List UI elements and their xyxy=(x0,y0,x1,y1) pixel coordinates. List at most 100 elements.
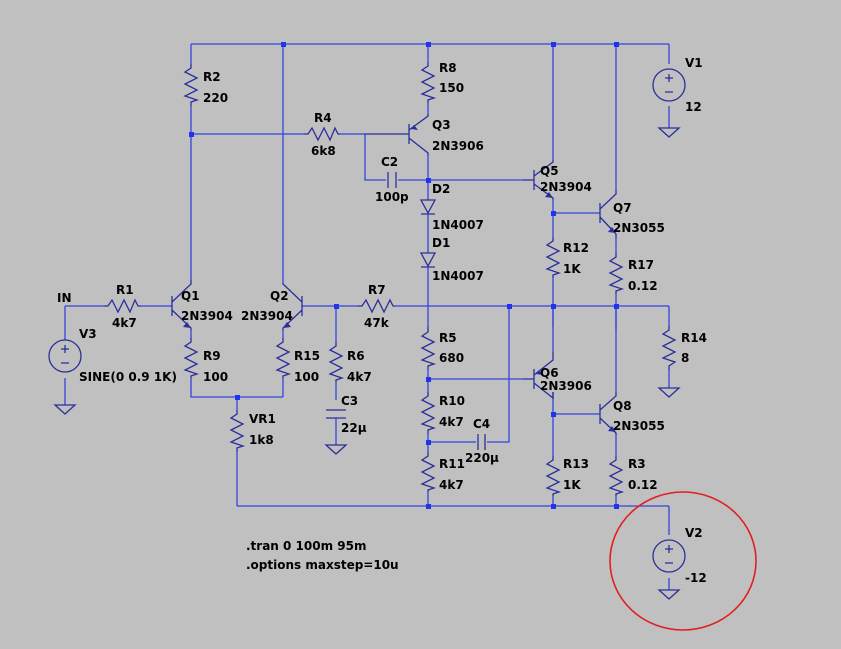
v3-value: SINE(0 0.9 1K) xyxy=(79,370,177,384)
r4-value: 6k8 xyxy=(311,144,336,158)
resistor-r13[interactable]: R13 1K xyxy=(545,456,589,496)
r11-value: 4k7 xyxy=(439,478,464,492)
r3-value: 0.12 xyxy=(628,478,658,492)
junctions xyxy=(189,42,619,509)
d1-value: 1N4007 xyxy=(432,269,484,283)
capacitor-c2[interactable]: C2 100p xyxy=(375,155,409,204)
resistor-r7[interactable]: R7 47k xyxy=(357,283,395,330)
resistor-r6[interactable]: R6 4k7 xyxy=(328,342,372,384)
r5-name: R5 xyxy=(439,331,457,345)
r15-value: 100 xyxy=(294,370,319,384)
r1-value: 4k7 xyxy=(112,316,137,330)
transistor-q5[interactable]: Q5 2N3904 xyxy=(523,160,592,200)
r8-name: R8 xyxy=(439,61,457,75)
r12-name: R12 xyxy=(563,241,589,255)
q2-value: 2N3904 xyxy=(241,309,293,323)
q2-name: Q2 xyxy=(270,289,289,303)
v1-value: 12 xyxy=(685,100,702,114)
q3-name: Q3 xyxy=(432,118,451,132)
d2-value: 1N4007 xyxy=(432,218,484,232)
resistor-r15[interactable]: R15 100 xyxy=(275,338,320,384)
voltage-source-v2[interactable]: V2 -12 xyxy=(652,526,707,585)
r9-name: R9 xyxy=(203,349,221,363)
transistor-q7[interactable]: Q7 2N3055 xyxy=(599,190,665,238)
ground-icon xyxy=(324,444,348,455)
c4-value: 220µ xyxy=(465,451,499,465)
r8-value: 150 xyxy=(439,81,464,95)
r6-value: 4k7 xyxy=(347,370,372,384)
resistor-r1[interactable]: R1 4k7 xyxy=(104,283,141,330)
r6-name: R6 xyxy=(347,349,365,363)
q5-value: 2N3904 xyxy=(540,180,592,194)
r3-name: R3 xyxy=(628,457,646,471)
q7-value: 2N3055 xyxy=(613,221,665,235)
capacitor-c3[interactable]: C3 22µ xyxy=(326,394,367,435)
r17-value: 0.12 xyxy=(628,279,658,293)
highlight-circle xyxy=(609,491,757,631)
v2-value: -12 xyxy=(685,571,707,585)
c2-name: C2 xyxy=(381,155,398,169)
resistor-r5[interactable]: R5 680 xyxy=(420,327,464,369)
ground-icon xyxy=(53,404,77,415)
resistor-vr1[interactable]: VR1 1k8 xyxy=(229,410,276,452)
vr1-value: 1k8 xyxy=(249,433,274,447)
resistor-r3[interactable]: R3 0.12 xyxy=(608,456,658,496)
r9-value: 100 xyxy=(203,370,228,384)
resistor-r14[interactable]: R14 8 xyxy=(661,326,707,370)
spice-directive-options[interactable]: .options maxstep=10u xyxy=(246,558,399,572)
capacitor-c4[interactable]: C4 220µ xyxy=(465,417,499,465)
vr1-name: VR1 xyxy=(249,412,276,426)
d2-name: D2 xyxy=(432,182,450,196)
voltage-source-v3[interactable]: V3 SINE(0 0.9 1K) xyxy=(48,327,177,384)
resistor-r10[interactable]: R10 4k7 xyxy=(420,392,465,433)
resistor-r4[interactable]: R4 6k8 xyxy=(304,111,340,158)
q5-name: Q5 xyxy=(540,164,559,178)
q3-value: 2N3906 xyxy=(432,139,484,153)
net-label-in: IN xyxy=(57,291,72,305)
transistor-q3[interactable]: Q3 2N3906 xyxy=(365,114,484,155)
r2-value: 220 xyxy=(203,91,228,105)
r12-value: 1K xyxy=(563,262,581,276)
r10-name: R10 xyxy=(439,394,465,408)
c4-name: C4 xyxy=(473,417,490,431)
c3-value: 22µ xyxy=(341,421,367,435)
c3-name: C3 xyxy=(341,394,358,408)
q6-name: Q6 xyxy=(540,366,559,380)
diode-d2[interactable]: D2 1N4007 xyxy=(419,182,484,232)
transistor-q2[interactable]: Q2 2N3904 xyxy=(241,283,303,330)
r14-value: 8 xyxy=(681,351,689,365)
q1-value: 2N3904 xyxy=(181,309,233,323)
r5-value: 680 xyxy=(439,351,464,365)
r15-name: R15 xyxy=(294,349,320,363)
r1-name: R1 xyxy=(116,283,134,297)
transistor-q8[interactable]: Q8 2N3055 xyxy=(599,392,665,435)
resistor-r8[interactable]: R8 150 xyxy=(420,61,464,103)
r10-value: 4k7 xyxy=(439,415,464,429)
ground-symbols xyxy=(53,127,681,600)
ground-icon xyxy=(657,589,681,600)
transistor-q6[interactable]: Q6 2N3906 xyxy=(523,352,592,400)
transistor-q1[interactable]: Q1 2N3904 xyxy=(171,280,233,330)
voltage-source-v1[interactable]: V1 12 xyxy=(652,56,703,114)
v2-name: V2 xyxy=(685,526,703,540)
q7-name: Q7 xyxy=(613,201,632,215)
c2-value: 100p xyxy=(375,190,409,204)
resistor-r9[interactable]: R9 100 xyxy=(183,338,228,384)
spice-directive-tran[interactable]: .tran 0 100m 95m xyxy=(246,539,367,553)
r13-name: R13 xyxy=(563,457,589,471)
r7-value: 47k xyxy=(364,316,390,330)
q8-value: 2N3055 xyxy=(613,419,665,433)
r2-name: R2 xyxy=(203,70,221,84)
resistor-r2[interactable]: R2 220 xyxy=(183,64,228,106)
r13-value: 1K xyxy=(563,478,581,492)
wires xyxy=(64,43,670,590)
resistor-r12[interactable]: R12 1K xyxy=(545,237,589,278)
ground-icon xyxy=(657,127,681,138)
resistor-r17[interactable]: R17 0.12 xyxy=(608,253,658,294)
r11-name: R11 xyxy=(439,457,465,471)
diode-d1[interactable]: D1 1N4007 xyxy=(419,236,484,283)
ground-icon xyxy=(657,387,681,398)
r4-name: R4 xyxy=(314,111,332,125)
resistor-r11[interactable]: R11 4k7 xyxy=(420,452,465,492)
